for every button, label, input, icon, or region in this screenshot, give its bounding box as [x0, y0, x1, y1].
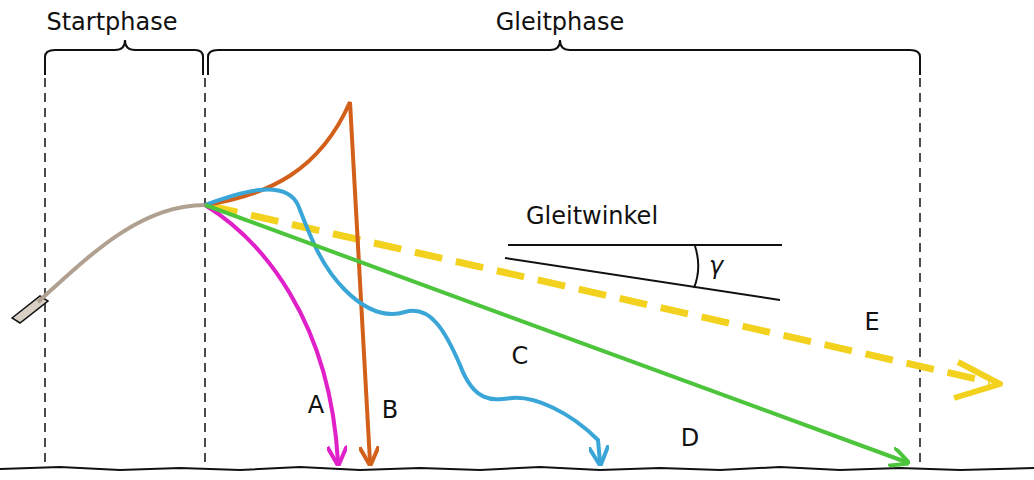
- glide-trajectory-b: [205, 102, 370, 462]
- angle-slope-line: [505, 258, 780, 300]
- glide-trajectory-e: [210, 206, 990, 382]
- curve-label: D: [681, 425, 699, 451]
- curve-label: A: [308, 392, 324, 418]
- phase-label: Startphase: [46, 9, 177, 35]
- phase-divider: [204, 78, 206, 468]
- angle-reference-line: [508, 244, 782, 246]
- phase-label: Gleitphase: [496, 9, 625, 35]
- curve-label: E: [864, 309, 879, 335]
- phase-bracket: [45, 40, 203, 75]
- angle-symbol: γ: [709, 253, 723, 279]
- angle-arc: [694, 246, 698, 288]
- phase-divider: [44, 78, 46, 468]
- start-trajectory: [38, 205, 205, 302]
- curve-label: B: [382, 397, 398, 423]
- glide-trajectory-d: [205, 205, 906, 462]
- phase-divider: [919, 78, 921, 468]
- angle-label: Gleitwinkel: [526, 203, 658, 229]
- arrowhead: [954, 362, 1000, 398]
- ground-line: [0, 467, 1034, 470]
- glide-trajectory-a: [205, 205, 338, 462]
- phase-bracket: [208, 40, 920, 75]
- curve-label: C: [512, 343, 529, 369]
- glide-trajectory-c: [205, 190, 600, 462]
